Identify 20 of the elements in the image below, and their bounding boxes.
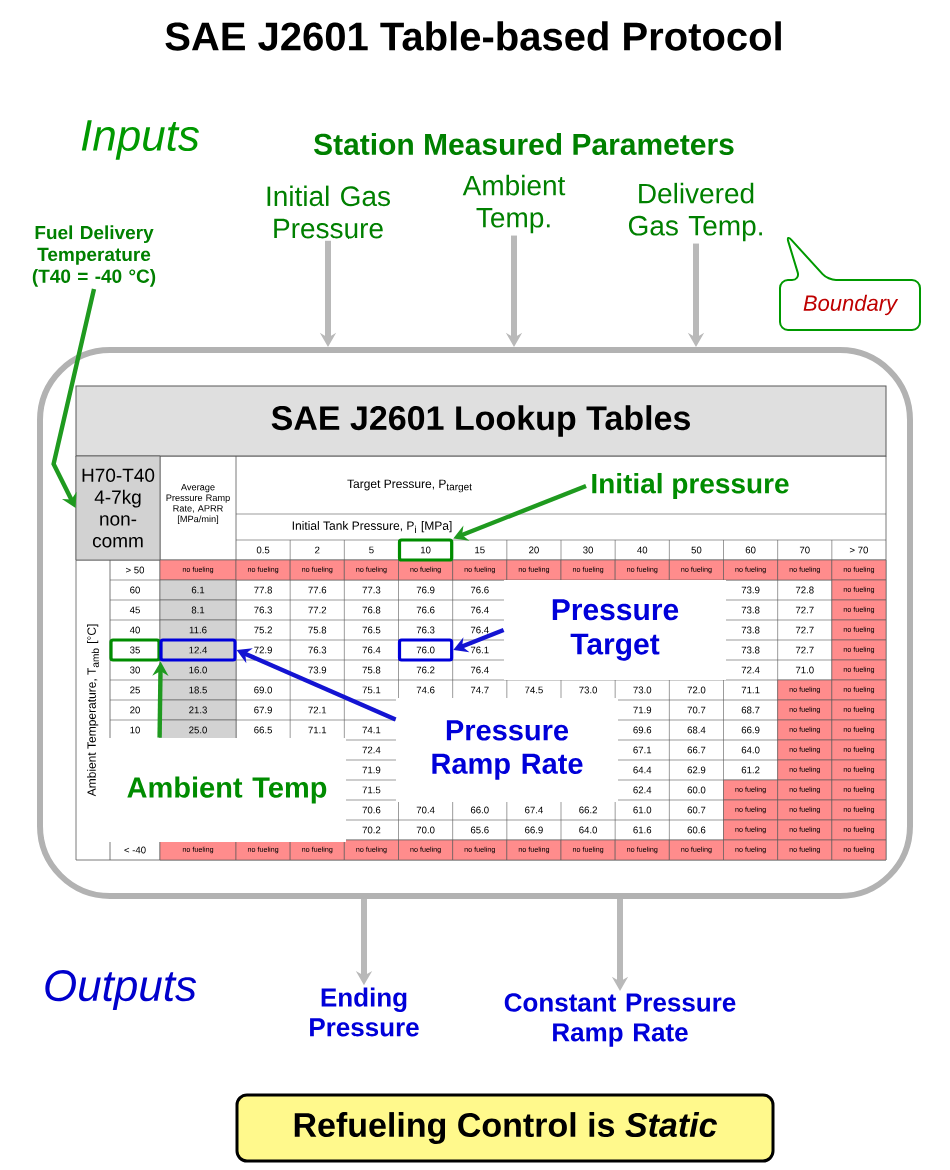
- output-label: Ending Pressure: [310, 987, 419, 1037]
- input-label: Delivered Gas Temp.: [628, 182, 762, 242]
- frame-box: [37, 347, 913, 899]
- result-box: Refueling Control is Static: [235, 1093, 775, 1163]
- section-heading: Station Measured Parameters: [313, 133, 734, 155]
- title: SAE J2601 Table-based Protocol: [165, 21, 781, 51]
- table-title-band: SAE J2601 Lookup Tables: [75, 385, 887, 457]
- section-heading: Outputs: [45, 970, 197, 1010]
- output-label: Constant Pressure Ramp Rate: [504, 993, 736, 1047]
- callout-label: Pressure Ramp Rate: [396, 698, 618, 802]
- table-corner-cell: H70-T40 4-7kg non-comm: [75, 455, 161, 561]
- callout-label: Initial pressure: [586, 468, 794, 504]
- callout-label: Ambient Temp: [108, 738, 346, 842]
- speech-bubble: Boundary: [779, 236, 921, 331]
- section-heading: Inputs: [81, 120, 200, 160]
- input-label: Fuel Delivery Temperature (T40 = -40 °C): [32, 225, 156, 287]
- arrow: [51, 288, 97, 508]
- input-label: Initial Gas Pressure: [267, 185, 390, 239]
- input-label: Ambient Temp.: [462, 174, 566, 234]
- callout-label: Pressure Target: [504, 580, 726, 680]
